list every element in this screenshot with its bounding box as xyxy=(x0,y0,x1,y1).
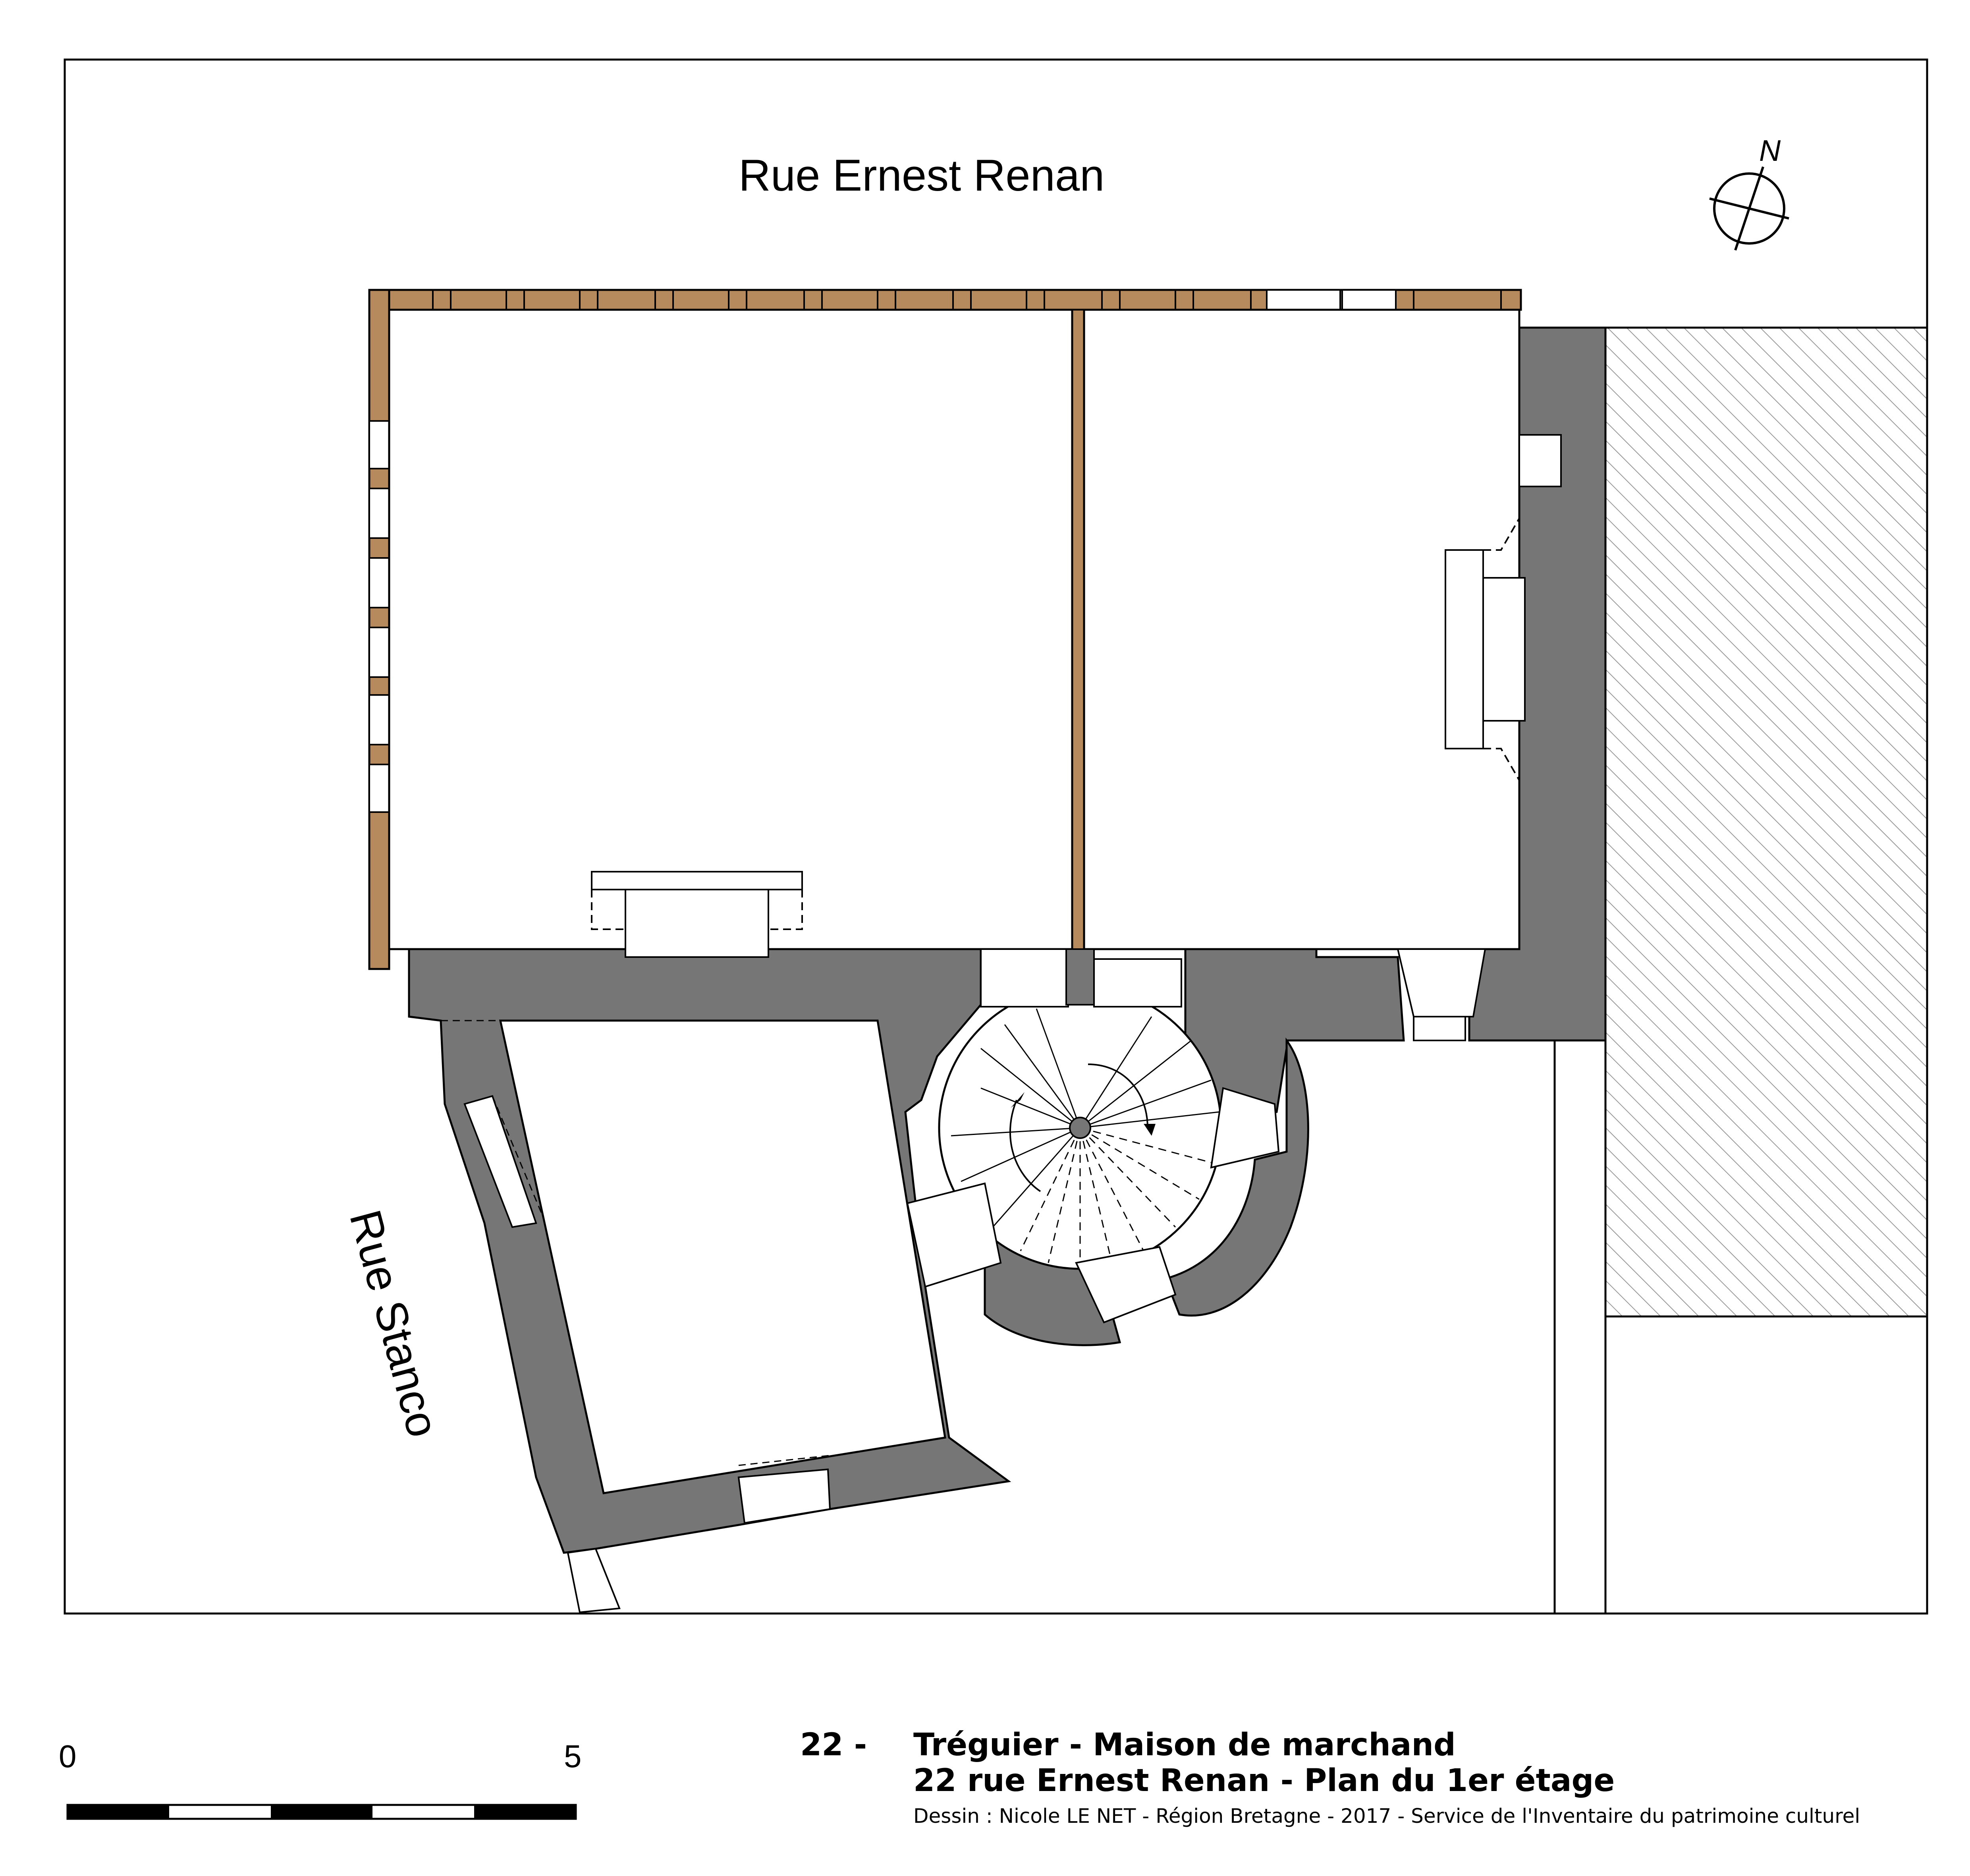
opening-jambs xyxy=(441,1020,830,1466)
room-west xyxy=(388,309,1073,950)
fireplace-south xyxy=(591,871,803,958)
neighbour-parcel xyxy=(1553,326,1928,1614)
plan-credit: Dessin : Nicole LE NET - Région Bretagne… xyxy=(913,1805,1860,1828)
north-label: N xyxy=(1759,134,1781,167)
fireplace-east xyxy=(1445,434,1562,781)
west-wing-room xyxy=(499,1019,946,1494)
title-block: 22 - Tréguier - Maison de marchand 22 ru… xyxy=(800,1727,1860,1828)
timber-frame-walls xyxy=(368,289,1522,970)
plan-subtitle: 22 rue Ernest Renan - Plan du 1er étage xyxy=(913,1763,1615,1799)
scale-end-label: 5 xyxy=(564,1739,582,1774)
north-arrow: N xyxy=(1709,134,1789,251)
plan-number: 22 - xyxy=(800,1727,867,1763)
scale-start-label: 0 xyxy=(59,1739,77,1774)
openings xyxy=(463,948,1486,1614)
scale-bar: 0 5 xyxy=(59,1739,582,1820)
plan-title: Tréguier - Maison de marchand xyxy=(913,1727,1456,1763)
street-label-north: Rue Ernest Renan xyxy=(739,151,1104,200)
